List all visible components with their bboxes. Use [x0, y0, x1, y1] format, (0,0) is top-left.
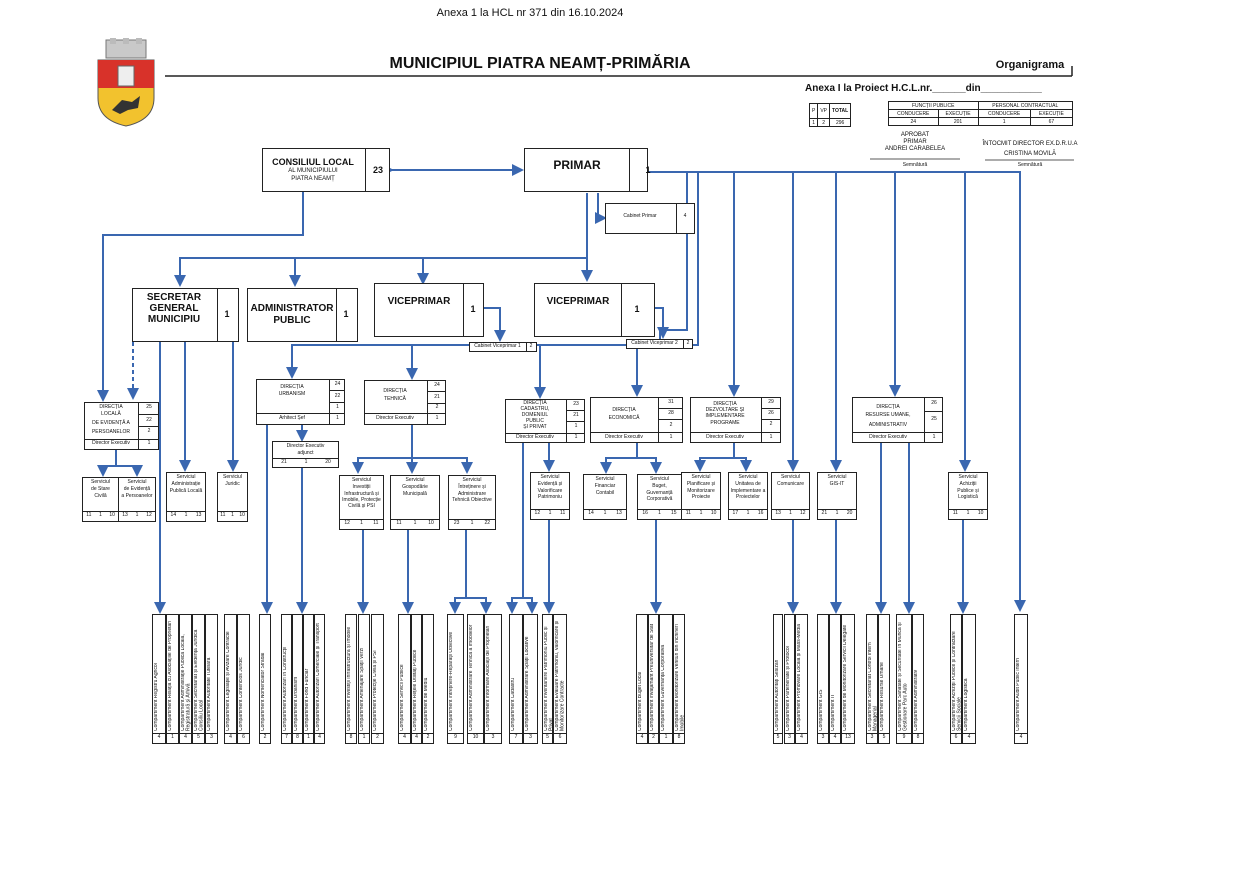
coat-of-arms-logo	[97, 38, 155, 127]
compartment-column: Compartiment Autorități Sesizări 5	[773, 614, 783, 744]
compartment-column: Compartiment Relația cu Asociațiile de P…	[166, 614, 179, 744]
viceprimar-1-box: VICEPRIMAR 1	[374, 283, 484, 337]
service-box: Serviciul Achiziții Publice și Logistică…	[948, 472, 988, 520]
compartment-column: Compartiment Fond Funciar 1	[303, 614, 314, 744]
service-box: Serviciul Evidență și Valorificare Patri…	[530, 472, 570, 520]
compartment-column: Compartiment Autorizări Comerciale și Tr…	[314, 614, 325, 744]
secretar-general-box: SECRETAR GENERAL MUNICIPIU 1	[132, 288, 239, 342]
compartment-column: Compartiment Amenajare Spații Verzi 1	[358, 614, 370, 744]
compartment-column: Compartiment Autorizări în Construcții 7	[281, 614, 292, 744]
service-box: Serviciul Întreținere și Administrare Te…	[448, 475, 496, 530]
service-box: Serviciul Juridic 11 1 10	[217, 472, 248, 522]
compartment-column: Compartiment Guvernanță Corporativă 1	[659, 614, 673, 744]
compartment-column: Compartiment Achiziții Publice și Contra…	[950, 614, 962, 744]
service-box: Serviciul Administrație Publică Locală 1…	[166, 472, 206, 522]
compartment-column: Compartiment Registru Agricol 4	[152, 614, 166, 744]
directia-evidenta-persoanelor-box: DIRECȚIA LOCALĂ DE EVIDENȚĂ A PERSOANELO…	[84, 402, 159, 450]
director-name: CRISTINA MOVILĂ	[1003, 151, 1056, 157]
compartment-column: Compartiment Monitorizare Venituri din Î…	[673, 614, 685, 744]
compartment-column: Compartiment Audit Public Intern 4	[1014, 614, 1028, 744]
primar-label: PRIMAR	[903, 139, 927, 145]
service-box: Serviciul Planificare și Monitorizare Pr…	[681, 472, 721, 520]
compartment-column: Compartiment de Monitorizare Servicii De…	[841, 614, 855, 744]
service-box: Serviciul Gospodărie Municipală 11 1 10	[390, 475, 440, 530]
administrator-public-box: ADMINISTRATOR PUBLIC 1	[247, 288, 358, 342]
compartment-column: Compartiment GIS 3	[817, 614, 829, 744]
director-executiv-adjunct-box: Director Executiv adjunct 21 1 20	[272, 441, 339, 468]
directia-resurse-umane-box: DIRECȚIA RESURSE UMANE, ADMINISTRATIV 26…	[852, 397, 943, 443]
service-box: Serviciul Financiar Contabil 14 1 13	[583, 474, 627, 520]
compartment-column: Compartiment Secretariat Control Intern …	[866, 614, 878, 744]
service-box: Serviciul de Evidență a Persoanelor 13 1…	[118, 477, 156, 522]
primar-box: PRIMAR 1	[524, 148, 651, 192]
compartment-column: Compartiment Administrare Spații Locativ…	[523, 614, 538, 744]
service-box: Serviciul Buget, Guvernanță Corporativă …	[637, 474, 682, 520]
compartment-column: Compartiment Sănătate și Securitate în M…	[896, 614, 912, 744]
anexa-proiect: Anexa I la Proiect H.C.L.nr.______din___…	[805, 83, 1042, 94]
service-box: Serviciul Investiții Infrastructură și I…	[339, 475, 384, 530]
service-box: Serviciul Comunicare 13 1 12	[771, 472, 810, 520]
compartment-column: Compartiment Informare Asociații de Prop…	[484, 614, 502, 744]
directia-cadastru-box: DIRECȚIA CADASTRU, DOMENIUL PUBLIC ȘI PR…	[505, 399, 585, 443]
compartment-column: Compartiment Rețele Utilități Publice 4	[411, 614, 422, 744]
compartment-column: Compartiment Administrativ 8	[912, 614, 924, 744]
compartment-column: Compartiment Buget Local 4	[636, 614, 648, 744]
directia-tehnica-box: DIRECȚIA TEHNICĂ 24 21 2 Director Execut…	[364, 380, 446, 425]
compartment-column: Compartiment Legislație și Avizare Contr…	[224, 614, 237, 744]
semnatura-director: Semnătură	[1017, 162, 1043, 168]
compartment-column: Compartiment Secretariat și Evidență Jur…	[192, 614, 205, 744]
compartment-column: Compartiment Evaluare Patrimoniu, Valori…	[553, 614, 567, 744]
compartment-column: Compartiment IT 4	[829, 614, 841, 744]
main-title: MUNICIPIUL PIATRA NEAMȚ-PRIMĂRIA	[389, 55, 691, 72]
semnatura-primar: Semnătură	[902, 162, 928, 168]
viceprimar-2-box: VICEPRIMAR 1	[534, 283, 655, 337]
directia-urbanism-box: DIRECȚIA URBANISM 24 22 1 Arhitect Șef 1	[256, 379, 345, 425]
service-box: Serviciul Unitatea de Implementare a Pro…	[728, 472, 768, 520]
compartment-column: Compartiment Administrație Publică Local…	[179, 614, 192, 744]
compartment-column: Compartiment Administrare Tehnică a Imob…	[467, 614, 484, 744]
compartment-column: Compartiment Investiții Infrastructură ș…	[345, 614, 357, 744]
compartment-column: Compartiment Nomenclator Stradal 2	[259, 614, 271, 744]
aprobat-label: APROBAT	[900, 132, 930, 138]
top-title: Anexa 1 la HCL nr 371 din 16.10.2024	[436, 7, 624, 19]
compartment-column: Compartiment de Mediu 2	[422, 614, 434, 744]
compartment-column: Compartiment Servicii Publice 4	[398, 614, 411, 744]
compartment-column: Compartiment Promovare Locală și Mass-Me…	[795, 614, 808, 744]
directia-economica-box: DIRECȚIA ECONOMICĂ 31 28 2 Director Exec…	[590, 397, 683, 443]
intocmit-label: ÎNTOCMIT DIRECTOR EX.D.R.U.A	[982, 141, 1078, 147]
service-box: Serviciul de Stare Civilă 11 1 10	[82, 477, 119, 522]
consiliu-local-box: CONSILIUL LOCAL AL MUNICIPIULUI PIATRA N…	[262, 148, 390, 192]
compartment-column: Compartiment Urbanism 8	[292, 614, 303, 744]
directia-dezvoltare-box: DIRECȚIA DEZVOLTARE ȘI IMPLEMENTARE PROG…	[690, 397, 781, 443]
cabinet-viceprimar-1-box: Cabinet Viceprimar 1 2	[469, 342, 537, 352]
compartment-column: Compartiment Inventariere Patrimoniu Pub…	[542, 614, 553, 744]
compartment-column: Compartiment Contencios Juridic 6	[237, 614, 250, 744]
compartment-column: Compartiment Resurse Umane 5	[878, 614, 890, 744]
compartment-column: Compartiment Întreținere-Reparații Obiec…	[447, 614, 464, 744]
service-box: Serviciul GIS-IT 21 1 20	[817, 472, 857, 520]
compartment-column: Compartiment Învățământ Preuniversitar d…	[648, 614, 659, 744]
cabinet-viceprimar-2-box: Cabinet Viceprimar 2 2	[626, 339, 693, 349]
compartment-column: Compartiment Protecție Civilă și PSI 2	[371, 614, 384, 744]
primar-name: ANDREI CARABELEA	[884, 146, 946, 152]
compartment-column: Compartiment Autoritate Tutelară 3	[205, 614, 218, 744]
cabinet-primar-box: Cabinet Primar 4	[605, 203, 695, 234]
compartment-column: Compartiment Logistică 4	[962, 614, 976, 744]
organigrama-label: Organigrama	[995, 59, 1065, 71]
compartment-column: Compartiment Parteneriate și Protocol 3	[784, 614, 795, 744]
compartment-column: Compartiment Cadastru 7	[509, 614, 523, 744]
